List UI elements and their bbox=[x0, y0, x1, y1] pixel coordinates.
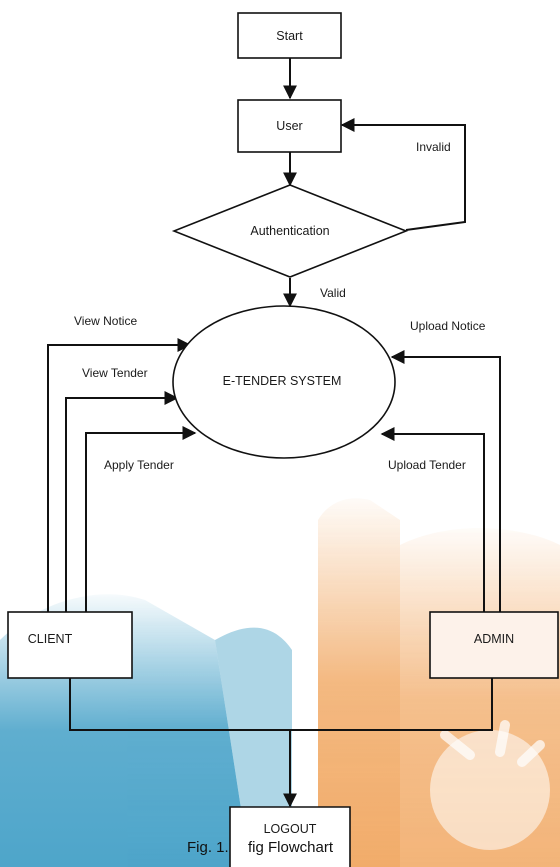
node-start-label: Start bbox=[276, 29, 303, 43]
label-view-tender: View Tender bbox=[82, 366, 148, 380]
edge-apply-tender bbox=[85, 426, 197, 612]
edge-view-notice bbox=[47, 338, 192, 612]
label-apply-tender: Apply Tender bbox=[104, 458, 174, 472]
node-client-label: CLIENT bbox=[28, 632, 73, 646]
caption-number: Fig. 1. bbox=[187, 839, 229, 856]
node-authentication: Authentication bbox=[171, 184, 409, 278]
node-logout: LOGOUT bbox=[229, 806, 351, 867]
node-admin: ADMIN bbox=[429, 611, 559, 679]
node-user-label: User bbox=[276, 119, 302, 133]
label-valid: Valid bbox=[320, 286, 346, 300]
node-start: Start bbox=[237, 12, 342, 59]
node-admin-label: ADMIN bbox=[474, 632, 514, 646]
node-authentication-label: Authentication bbox=[250, 224, 329, 238]
label-view-notice: View Notice bbox=[74, 314, 137, 328]
label-invalid: Invalid bbox=[416, 140, 451, 154]
caption-title: fig Flowchart bbox=[248, 839, 334, 856]
node-client: CLIENT bbox=[7, 611, 133, 679]
edge-view-tender bbox=[65, 391, 179, 612]
node-logout-label: LOGOUT bbox=[264, 822, 317, 836]
label-upload-tender: Upload Tender bbox=[388, 458, 466, 472]
flow-edges bbox=[47, 58, 501, 808]
edge-upload-tender bbox=[380, 427, 485, 612]
node-user: User bbox=[237, 99, 342, 153]
edge-invalid bbox=[340, 118, 466, 231]
node-e-tender-system: E-TENDER SYSTEM bbox=[172, 305, 396, 459]
node-system-label: E-TENDER SYSTEM bbox=[223, 374, 342, 388]
figure-caption: Fig. 1. fig Flowchart bbox=[187, 839, 334, 856]
edge-merge bbox=[69, 678, 493, 731]
label-upload-notice: Upload Notice bbox=[410, 319, 486, 333]
edge-upload-notice bbox=[390, 350, 501, 612]
